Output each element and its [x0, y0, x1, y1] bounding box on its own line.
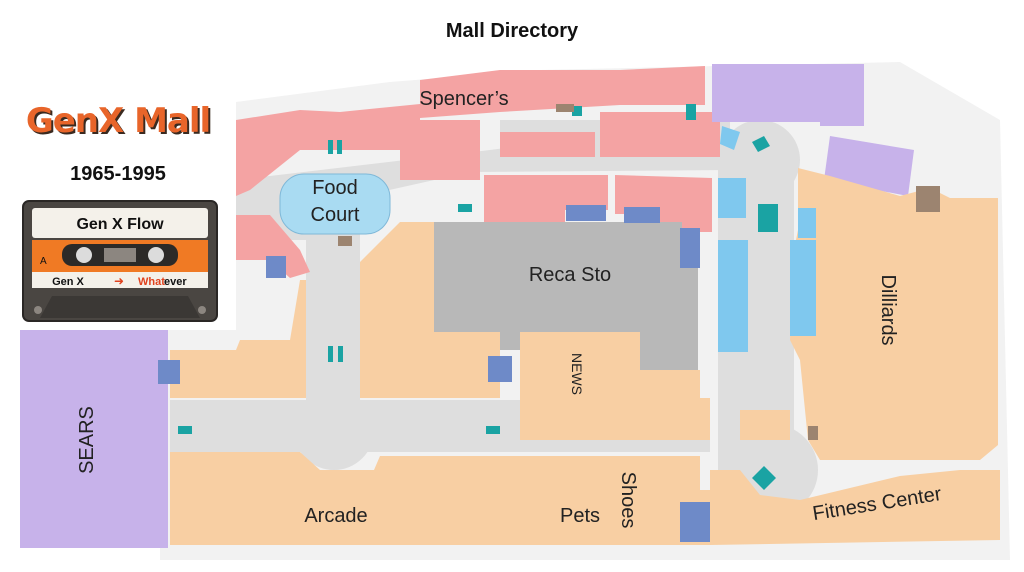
- navy-stores[interactable]: [158, 205, 710, 542]
- store-label-reca-sto: Reca Sto: [529, 264, 611, 286]
- store-label-food-line1: Food: [312, 177, 358, 199]
- brand-years: 1965-1995: [70, 163, 166, 185]
- service-markers: [338, 104, 940, 440]
- cassette-arrow-icon: ➜: [114, 274, 124, 288]
- orange-stores[interactable]: [170, 168, 1000, 545]
- arcade-rotunda: [294, 390, 374, 470]
- store-label-arcade: Arcade: [304, 505, 367, 527]
- cassette-right-text-b: ever: [164, 276, 187, 288]
- store-label-news: NEWS: [569, 353, 585, 395]
- store-label-sears: SEARS: [76, 406, 98, 474]
- cassette-left-text: Gen X: [52, 276, 84, 288]
- page-title: Mall Directory: [445, 20, 579, 42]
- food-court-area[interactable]: [279, 173, 391, 235]
- store-label-shoes: Shoes: [617, 472, 639, 529]
- store-label-spencers: Spencer’s: [419, 88, 508, 110]
- cassette-right-text-a: What: [138, 276, 165, 288]
- purple-stores[interactable]: [20, 64, 914, 548]
- store-label-dilliards: Dilliards: [877, 274, 899, 345]
- cassette-side: A: [40, 256, 47, 267]
- cassette-label-text: Gen X Flow: [76, 216, 164, 233]
- cassette-tape-image: Gen X Flow A Gen X ➜ What ever: [22, 200, 218, 322]
- store-label-food-line2: Court: [311, 204, 360, 226]
- store-label-pets: Pets: [560, 505, 600, 527]
- blue-stores[interactable]: [718, 126, 816, 352]
- amenity-markers: [178, 104, 778, 490]
- brand-logo: GenX Mall: [25, 101, 211, 141]
